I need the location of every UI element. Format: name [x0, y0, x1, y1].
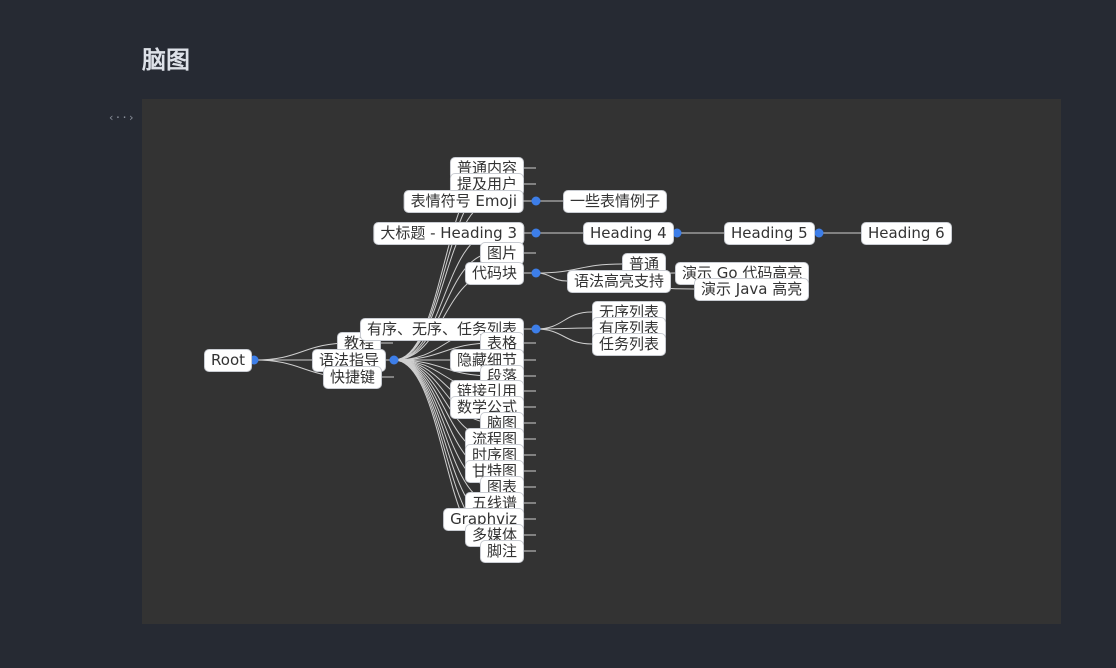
- collapse-toggle-icon[interactable]: [531, 228, 541, 238]
- collapse-toggle-icon[interactable]: [531, 196, 541, 206]
- mindmap-link: [535, 272, 568, 282]
- mindmap-node-kuaijie[interactable]: 快捷键: [322, 366, 382, 389]
- mindmap-node-h4[interactable]: Heading 4: [583, 222, 674, 245]
- mindmap-node-shixu[interactable]: 时序图: [464, 444, 524, 467]
- mindmap-link: [535, 328, 593, 345]
- mindmap-node-jiaozhu[interactable]: 脚注: [479, 540, 524, 563]
- mindmap-node-h6[interactable]: Heading 6: [861, 222, 952, 245]
- mindmap-link: [535, 311, 593, 330]
- collapse-toggle-icon[interactable]: [531, 324, 541, 334]
- mindmap-node-h5[interactable]: Heading 5: [724, 222, 815, 245]
- collapse-toggle-icon[interactable]: [531, 268, 541, 278]
- mindmap-node-biaoqing[interactable]: 表情符号 Emoji: [403, 190, 524, 213]
- mindmap-node-java[interactable]: 演示 Java 高亮: [694, 278, 810, 301]
- mindmap-node-gaoliang[interactable]: 语法高亮支持: [567, 270, 672, 293]
- collapse-toggle-icon[interactable]: [389, 355, 399, 365]
- mindmap-node-dabiaoti[interactable]: 大标题 - Heading 3: [373, 222, 524, 245]
- mindmap-node-daima[interactable]: 代码块: [464, 262, 524, 285]
- page-title: 脑图: [142, 46, 190, 74]
- mindmap-node-lizi[interactable]: 一些表情例子: [563, 190, 668, 213]
- mindmap-link: [535, 263, 623, 274]
- mindmap-node-renwu[interactable]: 任务列表: [592, 333, 667, 356]
- mindmap-node-root[interactable]: Root: [204, 349, 252, 372]
- expand-collapse-icon[interactable]: ‹··›: [108, 111, 135, 124]
- collapse-toggle-icon[interactable]: [672, 228, 682, 238]
- collapse-toggle-icon[interactable]: [814, 228, 824, 238]
- mindmap-links: [249, 167, 861, 552]
